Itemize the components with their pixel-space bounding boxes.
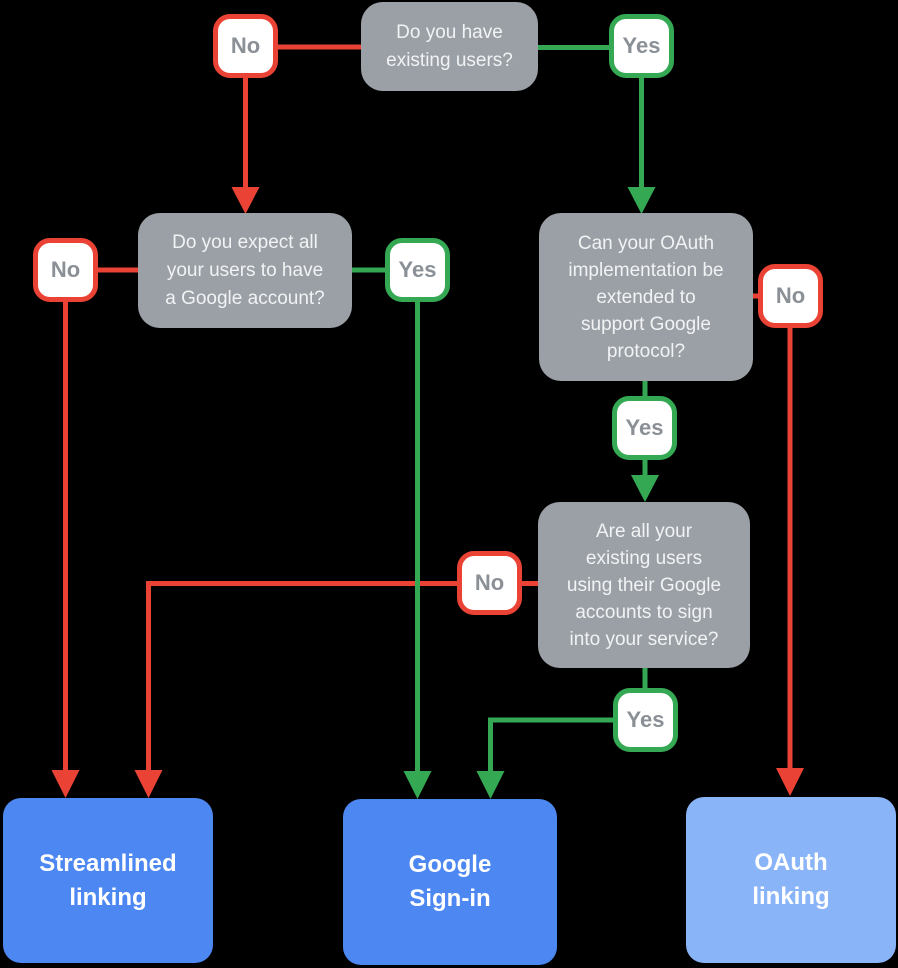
- badge-yes-existing-users: Yes: [609, 14, 674, 78]
- arrowhead-into-question-google-account: [231, 187, 260, 214]
- badge-yes-users-google-signin: Yes: [613, 688, 678, 752]
- badge-no-existing-users: No: [213, 14, 278, 78]
- arrowhead-into-question-users-google-signin: [631, 475, 659, 502]
- question-google-account-expectation: Do you expect all your users to have a G…: [138, 213, 352, 328]
- result-streamlined-linking: Streamlined linking: [3, 798, 213, 963]
- question-users-google-signin: Are all your existing users using their …: [538, 502, 750, 668]
- arrowhead-into-question-oauth-extendable: [627, 187, 656, 214]
- question-existing-users: Do you have existing users?: [361, 2, 538, 91]
- arrowhead-into-google-signin-right: [476, 771, 505, 799]
- badge-yes-oauth-extendable: Yes: [612, 396, 677, 460]
- badge-no-users-google-signin: No: [457, 551, 522, 615]
- arrowhead-into-google-signin-left: [403, 771, 432, 799]
- badge-no-oauth-extendable: No: [758, 264, 823, 328]
- badge-yes-google-account: Yes: [385, 238, 450, 302]
- arrowhead-into-streamlined-right: [134, 770, 163, 798]
- arrowhead-into-oauth-linking: [776, 768, 804, 796]
- connector-no-users-google-signin-elbow: [146, 581, 460, 772]
- result-google-signin: Google Sign-in: [343, 799, 557, 965]
- badge-no-google-account: No: [33, 238, 98, 302]
- question-oauth-extendable: Can your OAuth implementation be extende…: [539, 213, 753, 381]
- arrowhead-into-streamlined-left: [51, 770, 80, 798]
- connector-yes-users-google-signin-elbow: [488, 717, 615, 773]
- result-oauth-linking: OAuth linking: [686, 797, 896, 963]
